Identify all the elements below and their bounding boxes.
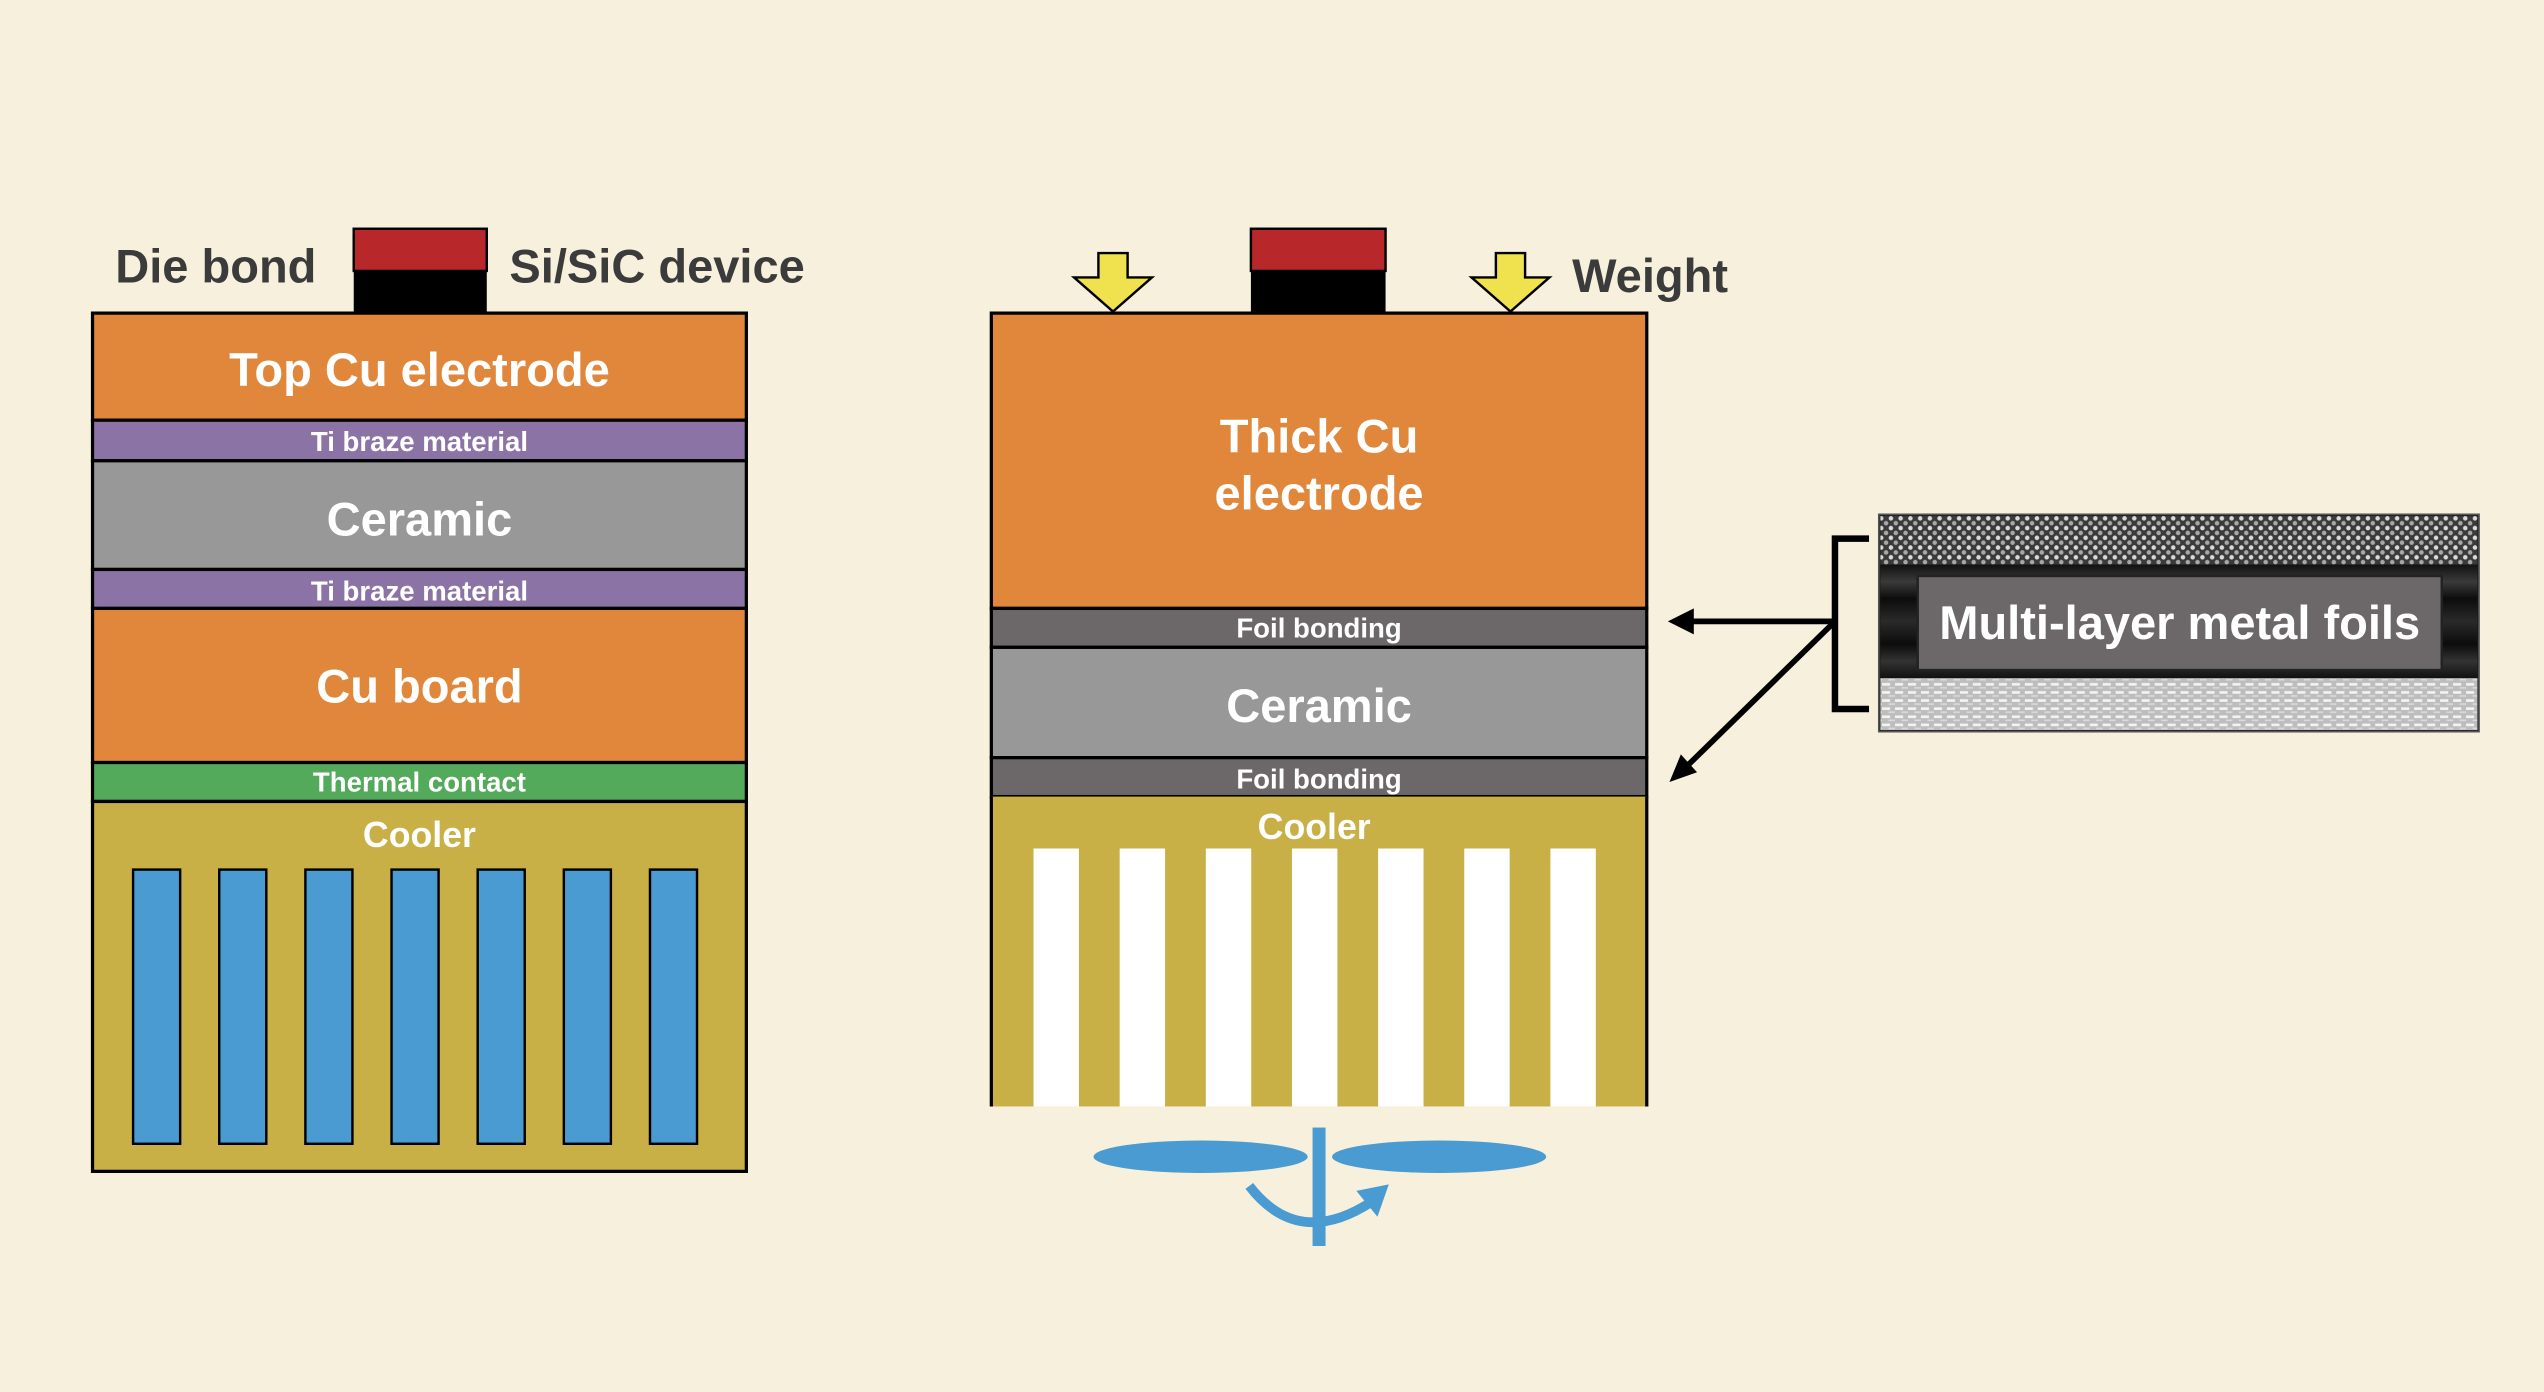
- weight-arrow-icon: [1070, 251, 1156, 314]
- micrograph-top-layer: [1880, 515, 2478, 565]
- layer-label-ceramic: Ceramic: [1226, 679, 1412, 732]
- fan-icon: [1093, 1127, 1547, 1246]
- coolant-channel: [131, 868, 182, 1145]
- layer-top-cu-electrode: [90, 311, 748, 422]
- layer-thick-cu-electrode: [989, 311, 1649, 611]
- layer-label-ti-braze-upper: Ti braze material: [311, 426, 528, 457]
- coolant-channel: [218, 868, 268, 1145]
- si-sic-device: [1249, 227, 1387, 273]
- left-diagram-conventional: Die bond Si/SiC device Top Cu electrode …: [90, 227, 805, 1173]
- cooler-fin-gap: [1378, 848, 1424, 1107]
- coolant-channels: [131, 868, 699, 1145]
- cooler-fins: [1033, 848, 1596, 1107]
- foil-callout-arrows: [1667, 535, 1870, 782]
- coolant-channel: [648, 868, 699, 1145]
- cooler-fin-gap: [1119, 848, 1166, 1107]
- layer-label-top-cu-electrode: Top Cu electrode: [229, 343, 610, 396]
- coolant-channel: [562, 868, 613, 1145]
- cooler-fin-gap: [1550, 848, 1596, 1107]
- layer-label-cooler: Cooler: [1258, 807, 1371, 847]
- layer-label-foil-bonding-upper: Foil bonding: [1236, 613, 1401, 644]
- si-sic-device: [352, 227, 488, 273]
- die-bond-layer: [1250, 270, 1386, 314]
- arrowhead-icon: [1669, 754, 1698, 782]
- layer-label-foil-bonding-lower: Foil bonding: [1236, 763, 1401, 794]
- rotation-arrowhead-icon: [1356, 1184, 1389, 1217]
- weight-arrow-icon: [1468, 251, 1553, 314]
- inset-label: Multi-layer metal foils: [1939, 596, 2420, 649]
- layer-label-ti-braze-lower: Ti braze material: [311, 575, 528, 606]
- coolant-channel: [390, 868, 440, 1145]
- layer-label-thermal-contact: Thermal contact: [313, 767, 526, 798]
- fan-blade-left: [1093, 1140, 1308, 1173]
- coolant-channel: [476, 868, 526, 1145]
- layer-label-ceramic: Ceramic: [327, 492, 513, 545]
- cooler-fin-gap: [1205, 848, 1252, 1107]
- layer-ti-braze-upper: [90, 418, 748, 463]
- cooler-fin-gap: [1464, 848, 1510, 1107]
- die-bond-label: Die bond: [115, 239, 316, 292]
- layer-label-thick-cu-line1: Thick Cu: [1220, 410, 1419, 463]
- cooler-fin-gap: [1033, 848, 1079, 1107]
- layer-foil-bonding-upper: [989, 606, 1649, 649]
- layer-ceramic: [989, 645, 1649, 760]
- layer-label-cooler: Cooler: [363, 815, 476, 855]
- coolant-channel: [304, 868, 354, 1145]
- die-bond-layer: [353, 270, 487, 314]
- device-chip: [1249, 227, 1387, 314]
- arrowhead-icon: [1667, 608, 1694, 635]
- rotation-arrow-icon: [1245, 1182, 1374, 1227]
- device-chip: [352, 227, 488, 314]
- fan-shaft: [1312, 1127, 1326, 1246]
- inset-label-box: [1916, 574, 2443, 672]
- micrograph-bottom-layer: [1880, 678, 2478, 731]
- multilayer-foil-micrograph: Multi-layer metal foils: [1877, 513, 2480, 733]
- device-label: Si/SiC device: [509, 239, 804, 292]
- arrow-to-lower-foil: [1685, 619, 1837, 768]
- weight-label: Weight: [1572, 249, 1728, 302]
- layer-label-cu-board: Cu board: [316, 659, 522, 712]
- cooler-fin-gap: [1291, 848, 1338, 1107]
- fan-blade-right: [1332, 1140, 1547, 1173]
- layer-ceramic: [90, 459, 748, 572]
- right-diagram-foil-bonded: Weight Thick Cu electrode Foil bonding C…: [989, 227, 1728, 1246]
- layer-label-thick-cu-line2: electrode: [1214, 466, 1423, 519]
